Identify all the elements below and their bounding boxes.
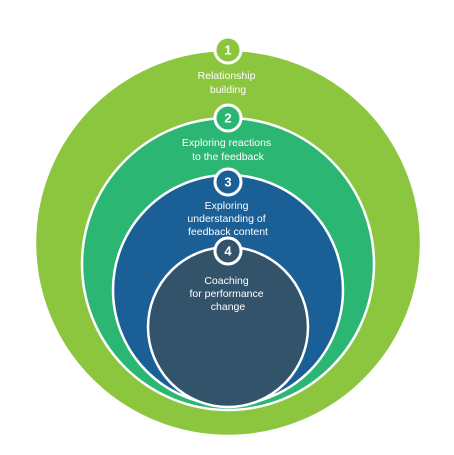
stage-4-label-line-2: for performance	[189, 288, 263, 300]
stage-4-label: Coaching for performance change	[189, 275, 266, 313]
stage-1-badge: 1	[213, 35, 243, 65]
stage-4-number: 4	[224, 244, 232, 259]
stage-2-label-line-2: to the feedback	[192, 151, 265, 163]
stage-3-label-line-1: Exploring	[205, 200, 249, 212]
stage-3-badge: 3	[213, 167, 243, 197]
stage-3-label-line-3: feedback content	[188, 226, 268, 238]
stage-2-number: 2	[224, 111, 231, 126]
stage-1-label-line-1: Relationship	[198, 70, 256, 82]
stage-1-badge-circle	[213, 35, 243, 65]
stage-4-label-line-1: Coaching	[204, 275, 249, 287]
stage-2-label-line-1: Exploring reactions	[182, 137, 271, 149]
stage-3-label-line-2: understanding of	[187, 213, 265, 225]
stage-2-badge: 2	[213, 103, 243, 133]
stage-3-label: Exploring understanding of feedback cont…	[187, 200, 268, 238]
stage-4-circle	[146, 245, 310, 409]
stage-4-badge: 4	[213, 236, 243, 266]
stage-2-label: Exploring reactions to the feedback	[182, 137, 274, 163]
stage-2-badge-circle	[213, 103, 243, 133]
stage-3-badge-circle	[213, 167, 243, 197]
stage-4: Coaching for performance change	[146, 245, 310, 409]
stage-1-label-line-2: building	[210, 84, 246, 96]
stage-1-label: Relationship building	[198, 70, 259, 96]
stage-4-label-line-3: change	[211, 301, 246, 313]
stage-1-number: 1	[224, 43, 231, 58]
stage-3-number: 3	[224, 175, 231, 190]
stage-4-badge-circle	[213, 236, 243, 266]
